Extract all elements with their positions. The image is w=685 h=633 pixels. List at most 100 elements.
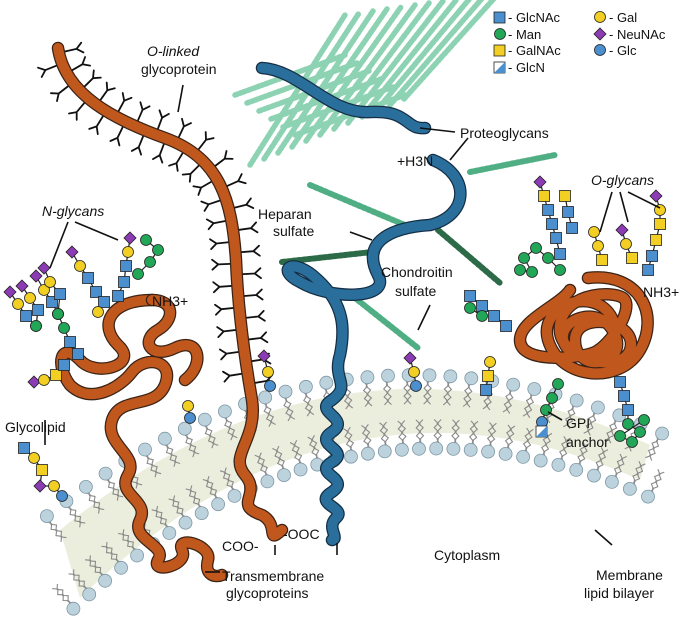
lipid-tail [364,423,372,449]
lipid-tail [346,426,355,452]
lipid-head [260,474,275,489]
glcnac-residue [82,272,94,284]
neunac-residue [533,175,547,189]
lipid-tail [68,505,86,524]
lipid-tail [362,382,370,407]
gal-residue [74,260,86,272]
lipid-tail [202,478,217,500]
label-cytoplasm: Cytoplasm [434,547,500,563]
lipid-head [344,449,358,464]
lipid-tail [436,419,442,444]
legend-gal: - Gal [609,10,637,25]
lipid-tail [426,380,432,405]
lipid-head [605,474,619,489]
lipid-head [422,368,437,383]
lipid-head [360,370,375,385]
lipid-tail [56,583,73,604]
lipid-head [591,400,605,415]
glc-residue [264,380,276,392]
glcnac-residue [64,336,76,348]
galnac-residue [650,234,662,246]
lipid-tail [522,393,532,417]
lipid-head [412,441,426,456]
lipid-tail [406,379,412,405]
gag-chain [307,182,415,231]
lipid-tail [613,453,624,478]
lipid-tail [577,441,587,466]
lipid-head [377,444,392,459]
lipid-tail [418,419,425,444]
label-proteoglycans: Proteoglycans [460,125,549,141]
lipid-tail [385,380,392,406]
lipid-tail [471,420,479,446]
lipid-tail [155,505,170,528]
glcnac-residue [18,442,30,454]
man-circle-icon [494,28,506,40]
glcnac-residue [90,286,102,298]
lipid-head [197,412,212,427]
label-glycoproteins: glycoproteins [226,585,309,601]
gal-circle-icon [594,11,606,23]
lipid-tail [265,402,276,425]
neunac-residue [15,279,29,293]
man-residue [30,320,42,332]
lipid-head [641,489,655,504]
lipid-head [533,453,548,468]
gal-residue [588,226,600,238]
glcnac-residue [32,304,44,316]
diagram-labels: O-linked glycoprotein Proteoglycans +H3N… [5,43,679,601]
lipid-head [66,601,81,616]
label-n-glycans: N-glycans [42,203,104,219]
lipid-tail [144,454,158,478]
glc-circle-icon [594,44,606,56]
lipid-tail [486,422,494,447]
gal-residue [24,292,36,304]
lipid-head [40,509,54,523]
lipid-tail [454,419,460,445]
legend-glcn: - GlcN [508,60,545,75]
lipid-tail [579,443,590,467]
gag-chain-pale [387,0,485,108]
man-residue [58,322,70,334]
lipid-tail [361,424,370,449]
lipid-tail [305,391,315,416]
label-heparan: Heparan [258,206,312,222]
lipid-tail [88,490,105,511]
label-transmembrane: Transmembrane [222,568,324,584]
man-residue [140,234,152,246]
label-h3n: +H3N [397,153,433,169]
lipid-tail [649,437,661,461]
gal-residue [44,276,56,288]
galnac-residue [596,254,608,266]
lipid-tail [505,389,514,414]
lipid-tail [649,469,661,493]
man-residue [464,302,476,314]
lipid-head [278,384,293,399]
gag-chain-pale [359,0,460,120]
lipid-head [569,462,584,477]
lipid-tail [101,545,119,565]
lipid-tail [540,431,549,457]
label-heparan-sulfate: sulfate [273,223,314,239]
man-residue [144,256,156,268]
lipid-tail [183,434,196,458]
glcnac-residue [622,404,634,416]
lipid-tail [263,402,273,427]
label-gpi: GPI [566,415,590,431]
lipid-tail [415,419,422,445]
lipid-tail [365,381,373,407]
gal-residue [122,246,134,258]
lipid-tail [403,379,409,405]
label-nh3-left: NH3+ [152,293,188,309]
legend-glcnac: - GlcNAc [508,10,561,25]
lipid-tail [382,421,390,447]
lipid-head [258,390,273,405]
lipid-tail [583,411,595,434]
lipid-tail [219,470,233,492]
lipid-tail [631,461,642,485]
heparan-sulfate-chain [279,249,375,265]
man-residue [514,264,526,276]
lipid-head [194,506,209,520]
lipid-tail [597,449,609,472]
neunac-residue [403,351,417,365]
